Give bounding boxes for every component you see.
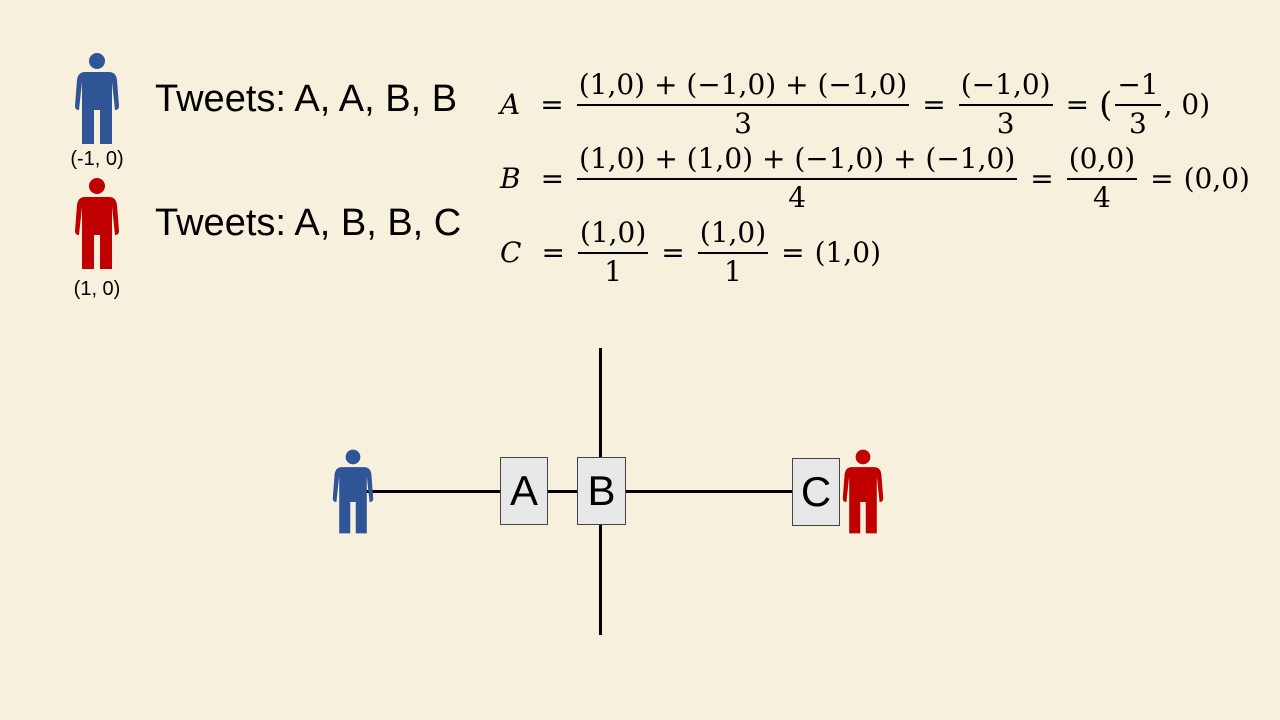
- fraction: (1,0) + (1,0) + (−1,0) + (−1,0)4: [574, 143, 1020, 214]
- equation-a: A = (1,0) + (−1,0) + (−1,0)3 = (−1,0)3 =…: [500, 69, 1211, 140]
- denominator: 1: [604, 254, 623, 288]
- eq-equals: =: [922, 88, 946, 122]
- eq-equals: =: [540, 88, 564, 122]
- user-blue-tweets: Tweets: A, A, B, B: [155, 78, 458, 120]
- eq-equals: =: [781, 236, 805, 270]
- eq-equals: =: [661, 236, 685, 270]
- tweet-box-b: B: [577, 457, 626, 525]
- person-icon: [75, 53, 119, 144]
- tweet-box-a: A: [500, 457, 548, 525]
- numerator: (1,0) + (1,0) + (−1,0) + (−1,0): [577, 143, 1018, 180]
- eq-equals: =: [540, 162, 565, 196]
- user-blue-coord: (-1, 0): [70, 148, 124, 170]
- numerator: (−1,0): [958, 69, 1053, 106]
- eq-equals: =: [1150, 162, 1174, 196]
- numerator: (0,0): [1066, 143, 1138, 180]
- eq-equals: =: [1065, 88, 1090, 122]
- fraction: (1,0)1: [575, 217, 651, 288]
- denominator: 3: [734, 106, 752, 140]
- eq-result: , 0): [1163, 88, 1211, 122]
- user-red-tweets: Tweets: A, B, B, C: [155, 202, 462, 244]
- numerator: −1: [1115, 69, 1161, 106]
- denominator: 1: [724, 254, 742, 288]
- eq-equals: =: [541, 236, 565, 270]
- denominator: 3: [1129, 106, 1147, 140]
- numerator: (1,0): [697, 217, 769, 254]
- numerator: (1,0): [577, 217, 649, 254]
- eq-result: (0,0): [1183, 162, 1250, 196]
- paren-open: (: [1099, 84, 1113, 125]
- numerator: (1,0) + (−1,0) + (−1,0): [576, 69, 910, 106]
- denominator: 4: [788, 180, 807, 214]
- fraction: (−1,0)3: [956, 69, 1056, 140]
- person-icon: [842, 449, 884, 534]
- fraction: (1,0)1: [695, 217, 771, 288]
- equation-b: B = (1,0) + (1,0) + (−1,0) + (−1,0)4 = (…: [500, 143, 1250, 214]
- tweet-box-c: C: [792, 458, 840, 526]
- equation-c: C = (1,0)1 = (1,0)1 = (1,0): [500, 217, 882, 288]
- eq-var: A: [500, 88, 521, 122]
- person-icon: [75, 178, 119, 269]
- denominator: 4: [1093, 180, 1111, 214]
- denominator: 3: [996, 106, 1015, 140]
- eq-var: B: [500, 162, 521, 196]
- eq-var: C: [500, 236, 522, 270]
- fraction: (0,0)4: [1064, 143, 1140, 214]
- user-red-coord: (1, 0): [73, 278, 121, 300]
- fraction: (1,0) + (−1,0) + (−1,0)3: [574, 69, 913, 140]
- person-icon: [332, 449, 374, 534]
- eq-result: (1,0): [814, 236, 882, 270]
- eq-equals: =: [1030, 162, 1054, 196]
